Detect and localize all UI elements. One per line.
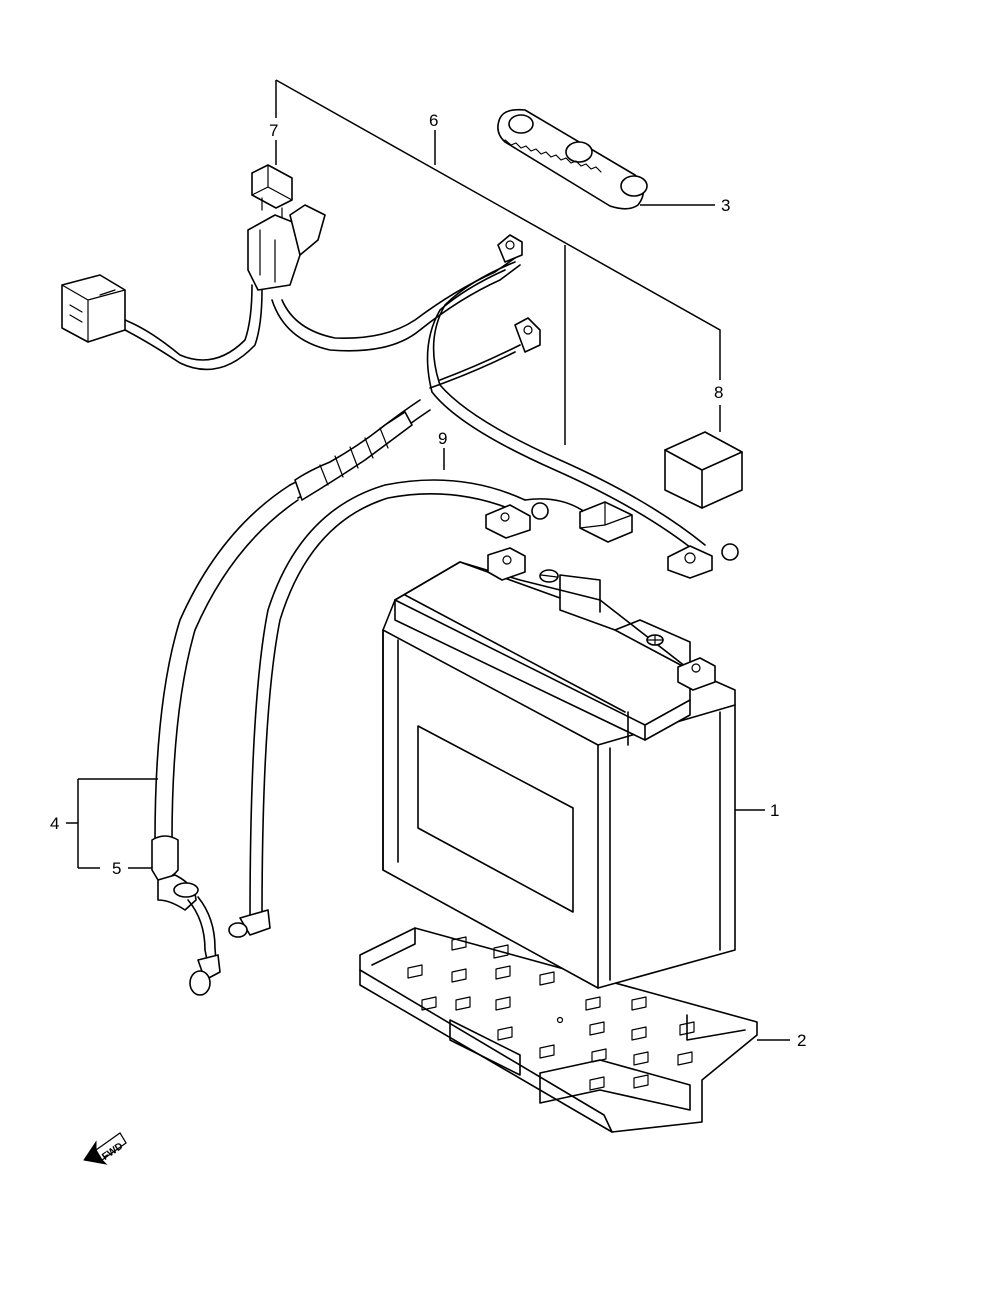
starter-relay [664,431,743,509]
callout-9: 9 [438,429,447,448]
battery-cable [151,399,431,996]
battery-holder [497,108,648,210]
callout-6: 6 [429,111,438,130]
battery [382,547,736,989]
battery-tray [359,927,758,1133]
fuse [251,164,293,219]
leader-lines [66,79,790,1041]
ground-cable [228,479,633,938]
callout-1: 1 [770,801,779,820]
forward-arrow-icon: FWD [83,1132,127,1165]
callout-4: 4 [50,814,59,833]
callout-5: 5 [112,859,121,878]
callout-3: 3 [721,196,730,215]
callout-8: 8 [714,383,723,402]
wiring-harness [61,204,739,579]
callout-2: 2 [797,1031,806,1050]
callout-7: 7 [269,121,278,140]
